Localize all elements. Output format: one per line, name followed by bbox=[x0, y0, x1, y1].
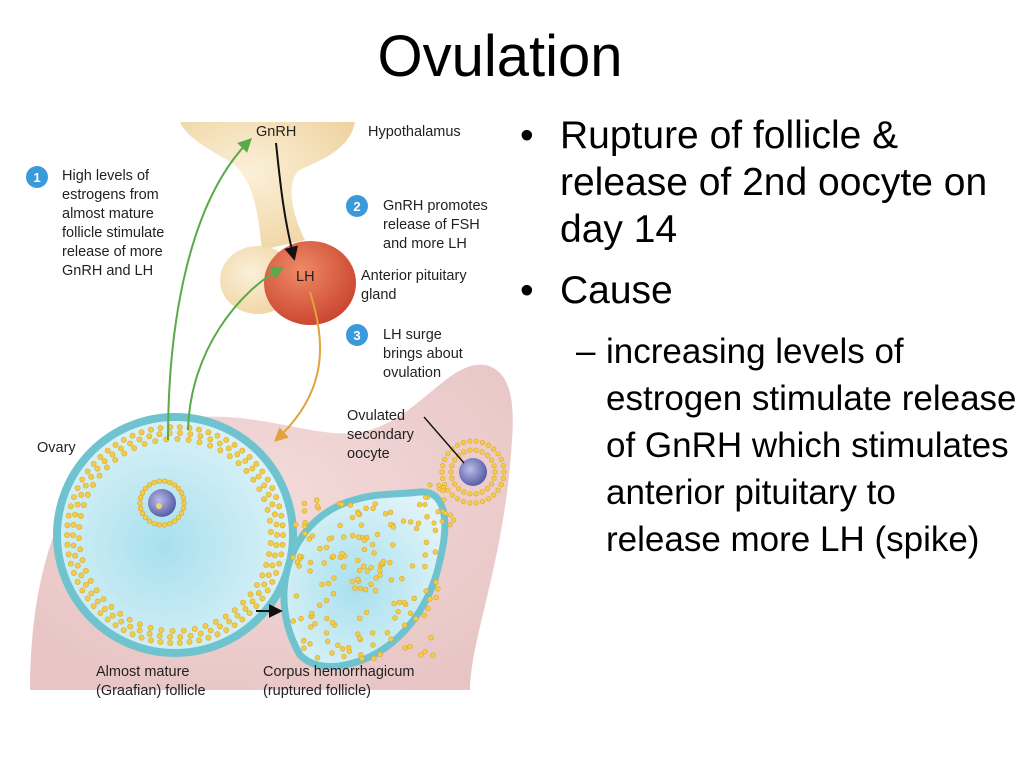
follicle-oocyte bbox=[148, 489, 176, 517]
bullet-text: Cause bbox=[560, 269, 673, 312]
ovary-label: Ovary bbox=[37, 440, 76, 456]
ovulated-oocyte-label: Ovulated secondary oocyte bbox=[347, 408, 418, 462]
ovulated-oocyte bbox=[459, 458, 487, 486]
step-1-number: 1 bbox=[33, 170, 40, 185]
corona-radiata bbox=[422, 438, 507, 528]
graafian-follicle bbox=[53, 413, 297, 657]
bullet-item: • Rupture of follicle & release of 2nd o… bbox=[518, 112, 1018, 253]
anterior-pituitary-label: Anterior pituitary gland bbox=[361, 268, 471, 303]
step-2-number: 2 bbox=[353, 199, 360, 214]
step-3-number: 3 bbox=[353, 328, 360, 343]
bullet-dot: • bbox=[520, 114, 534, 157]
bullet-text: Rupture of follicle & release of 2nd ooc… bbox=[560, 114, 988, 251]
gnrh-label: GnRH bbox=[256, 124, 296, 140]
corpus-hemorrhagicum-label: Corpus hemorrhagicum (ruptured follicle) bbox=[263, 664, 419, 699]
ovulation-diagram: 1 2 3 High levels of estrogens from almo… bbox=[26, 122, 513, 699]
sub-bullet-text: increasing levels of estrogen stimulate … bbox=[606, 332, 1017, 559]
step-2-text: GnRH promotes release of FSH and more LH bbox=[383, 198, 492, 252]
green-arrow-to-hypothalamus bbox=[167, 138, 252, 441]
almost-mature-follicle-label: Almost mature (Graafian) follicle bbox=[96, 664, 206, 699]
lh-surge-arrow bbox=[273, 291, 322, 442]
hypothalamus-label: Hypothalamus bbox=[368, 124, 461, 140]
anterior-pituitary bbox=[264, 241, 356, 325]
slide-title: Ovulation bbox=[377, 24, 623, 89]
ruptured-follicle-cells bbox=[290, 497, 441, 662]
step-1-badge bbox=[26, 166, 48, 188]
gnrh-arrow bbox=[275, 142, 299, 261]
follicle-granulosa-cells bbox=[64, 424, 286, 646]
green-arrow-to-pituitary bbox=[187, 266, 285, 431]
hypothalamus-shape bbox=[180, 122, 355, 250]
step-1-text: High levels of estrogens from almost mat… bbox=[62, 168, 168, 279]
bullet-item: • Cause bbox=[518, 267, 1018, 314]
bullet-dot: • bbox=[520, 269, 534, 312]
step-3-badge bbox=[346, 324, 368, 346]
step-2-badge bbox=[346, 195, 368, 217]
lh-label: LH bbox=[296, 269, 315, 285]
ovulated-oocyte-pointer bbox=[423, 416, 465, 464]
bullet-list: • Rupture of follicle & release of 2nd o… bbox=[518, 112, 1018, 563]
step-3-text: LH surge brings about ovulation bbox=[383, 327, 467, 381]
sub-bullet-dash: – bbox=[576, 332, 596, 371]
sub-bullet-item: – increasing levels of estrogen stimulat… bbox=[518, 328, 1018, 563]
